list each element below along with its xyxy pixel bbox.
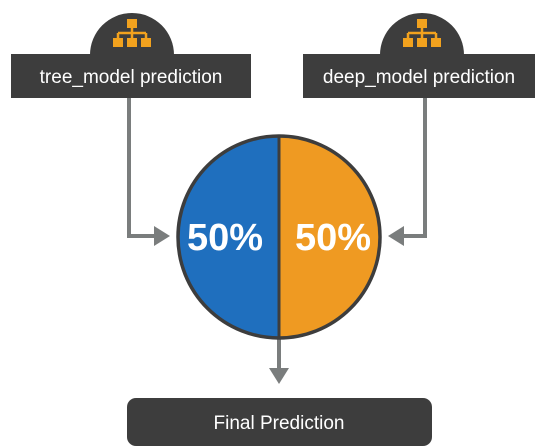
blend-pie [176,134,382,340]
pie-outline [176,134,382,340]
input-node-tree-model: tree_model prediction [11,13,251,98]
input-label-box-deep-model [303,54,535,98]
connector-left [127,98,170,246]
output-label: Final Prediction [214,413,345,434]
arrowhead-down-icon [269,368,289,384]
connector-bottom [269,338,289,384]
arrowhead-left-icon [388,226,404,246]
pie-label-right: 50% [295,217,371,259]
output-node: Final Prediction [127,398,432,446]
input-label-deep-model: deep_model prediction [323,67,515,88]
pie-label-left: 50% [187,217,263,259]
input-label-box-tree-model [11,54,251,98]
hierarchy-icon [113,19,151,47]
output-box [127,398,432,446]
connector-right [388,98,427,246]
hierarchy-icon [403,19,441,47]
input-node-deep-model: deep_model prediction [303,13,535,98]
pie-slice-tree-model [178,136,279,338]
pie-slice-deep-model [279,136,380,338]
input-label-tree-model: tree_model prediction [40,67,223,88]
arrowhead-right-icon [154,226,170,246]
